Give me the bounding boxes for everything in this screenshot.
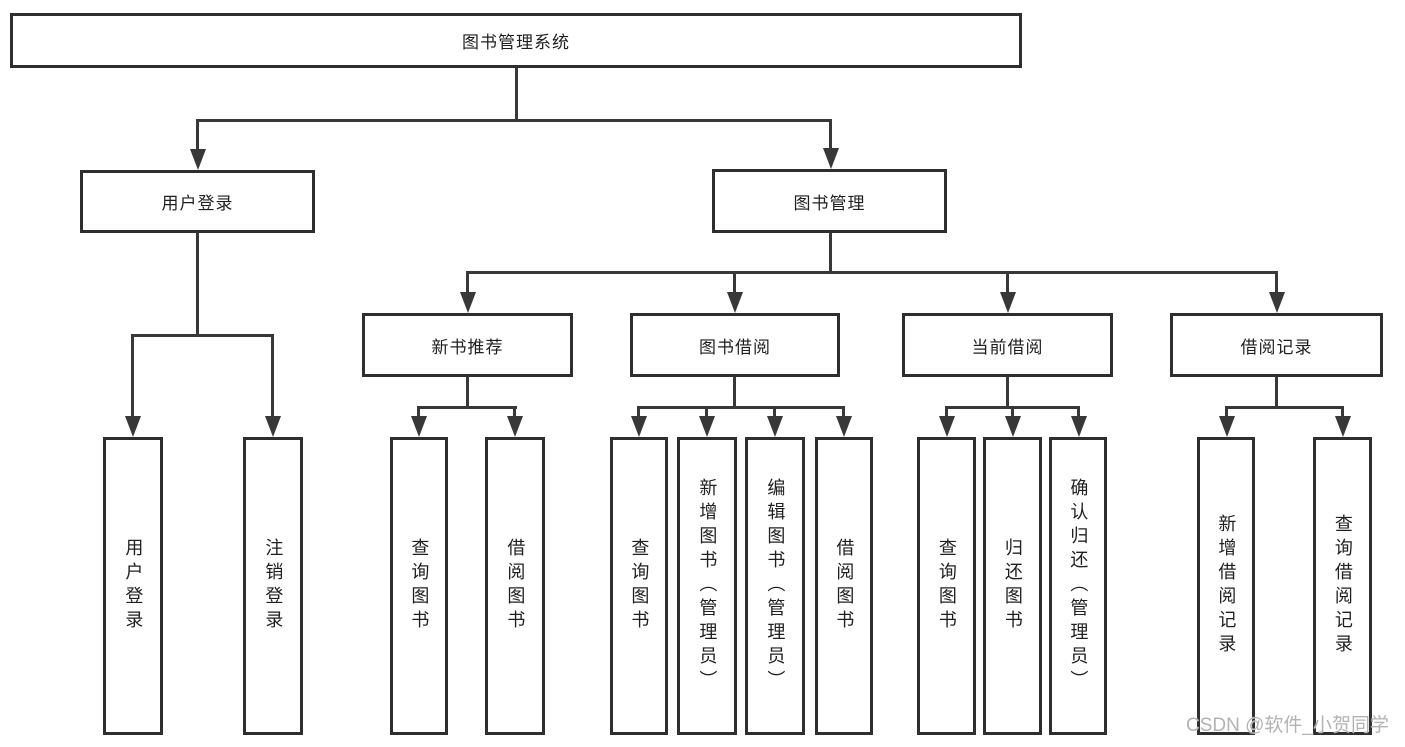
leaf-query-books-borrow: 查询图书 (610, 437, 668, 735)
arrowhead-down-icon (939, 416, 955, 437)
connector-line (466, 271, 1278, 274)
leaf-return-books: 归还图书 (983, 437, 1042, 735)
connector-line (417, 406, 517, 409)
arrowhead-down-icon (190, 149, 206, 170)
node-label: 图书管理系统 (462, 33, 570, 52)
leaf-confirm-return-admin: 确认归还（管理员） (1049, 437, 1107, 735)
connector-line (1275, 271, 1278, 295)
connector-line (1225, 406, 1228, 419)
connector-line (1006, 377, 1009, 409)
node-borrowing-records: 借阅记录 (1170, 313, 1383, 377)
connector-line (1011, 406, 1014, 419)
arrowhead-down-icon (1219, 416, 1235, 437)
node-book-borrowing: 图书借阅 (630, 313, 840, 377)
leaf-label: 查询借阅记录 (1332, 514, 1353, 658)
node-label: 新书推荐 (431, 337, 504, 357)
connector-line (513, 406, 516, 419)
leaf-user-login: 用户登录 (103, 437, 163, 735)
connector-line (1006, 271, 1009, 295)
connector-line (829, 233, 832, 274)
node-new-book-recommend: 新书推荐 (362, 313, 573, 377)
leaf-add-books-admin: 新增图书（管理员） (677, 437, 737, 735)
connector-line (466, 377, 469, 409)
connector-line (1225, 406, 1342, 409)
leaf-label: 编辑图书（管理员） (765, 478, 786, 694)
leaf-label: 查询图书 (936, 538, 957, 634)
connector-line (773, 406, 776, 419)
leaf-query-books-current: 查询图书 (917, 437, 976, 735)
arrowhead-down-icon (1269, 292, 1285, 313)
connector-line (842, 406, 845, 419)
leaf-label: 借阅图书 (834, 538, 855, 634)
connector-line (131, 334, 274, 337)
connector-line (196, 119, 832, 122)
leaf-label: 查询图书 (629, 538, 650, 634)
arrowhead-down-icon (836, 416, 852, 437)
arrowhead-down-icon (507, 416, 523, 437)
connector-line (417, 406, 420, 419)
arrowhead-down-icon (631, 416, 647, 437)
arrowhead-down-icon (1000, 292, 1016, 313)
connector-line (637, 406, 845, 409)
connector-line (829, 119, 832, 151)
node-current-borrowing: 当前借阅 (902, 313, 1113, 377)
connector-line (515, 68, 518, 121)
csdn-watermark: CSDN @软件_小贺同学 (1186, 715, 1389, 736)
arrowhead-down-icon (1005, 416, 1021, 437)
connector-line (637, 406, 640, 419)
arrowhead-down-icon (767, 416, 783, 437)
connector-line (131, 334, 134, 418)
arrowhead-down-icon (727, 292, 743, 313)
node-label: 图书借阅 (699, 337, 771, 357)
leaf-add-borrow-record: 新增借阅记录 (1197, 437, 1255, 735)
node-book-management-branch: 图书管理 (712, 169, 947, 233)
leaf-label: 借阅图书 (505, 538, 526, 634)
arrowhead-down-icon (460, 292, 476, 313)
connector-line (945, 406, 948, 419)
leaf-label: 用户登录 (123, 538, 144, 634)
leaf-borrow-books-recommend: 借阅图书 (485, 437, 545, 735)
node-label: 当前借阅 (971, 337, 1044, 357)
connector-line (733, 271, 736, 295)
leaf-borrow-books: 借阅图书 (815, 437, 873, 735)
leaf-label: 新增图书（管理员） (697, 478, 718, 694)
node-root-library-system: 图书管理系统 (10, 13, 1022, 68)
leaf-label: 新增借阅记录 (1216, 514, 1237, 658)
connector-line (1341, 406, 1344, 419)
leaf-logout: 注销登录 (243, 437, 303, 735)
connector-line (196, 119, 199, 152)
arrowhead-down-icon (265, 416, 281, 437)
node-label: 借阅记录 (1240, 337, 1313, 357)
arrowhead-down-icon (411, 416, 427, 437)
node-label: 图书管理 (793, 193, 866, 213)
connector-line (196, 233, 199, 336)
leaf-query-books-recommend: 查询图书 (390, 437, 448, 735)
connector-line (1077, 406, 1080, 419)
connector-line (705, 406, 708, 419)
arrowhead-down-icon (125, 416, 141, 437)
leaf-label: 查询图书 (409, 538, 430, 634)
leaf-query-borrow-record: 查询借阅记录 (1313, 437, 1372, 735)
connector-line (271, 334, 274, 418)
connector-line (1275, 377, 1278, 409)
node-user-login-branch: 用户登录 (80, 170, 315, 233)
arrowhead-down-icon (1335, 416, 1351, 437)
connector-line (733, 377, 736, 409)
arrowhead-down-icon (699, 416, 715, 437)
node-label: 用户登录 (161, 194, 234, 213)
leaf-label: 归还图书 (1002, 538, 1023, 634)
arrowhead-down-icon (823, 148, 839, 169)
arrowhead-down-icon (1071, 416, 1087, 437)
leaf-label: 注销登录 (263, 538, 284, 634)
leaf-edit-books-admin: 编辑图书（管理员） (745, 437, 805, 735)
connector-line (466, 271, 469, 295)
leaf-label: 确认归还（管理员） (1068, 478, 1089, 694)
